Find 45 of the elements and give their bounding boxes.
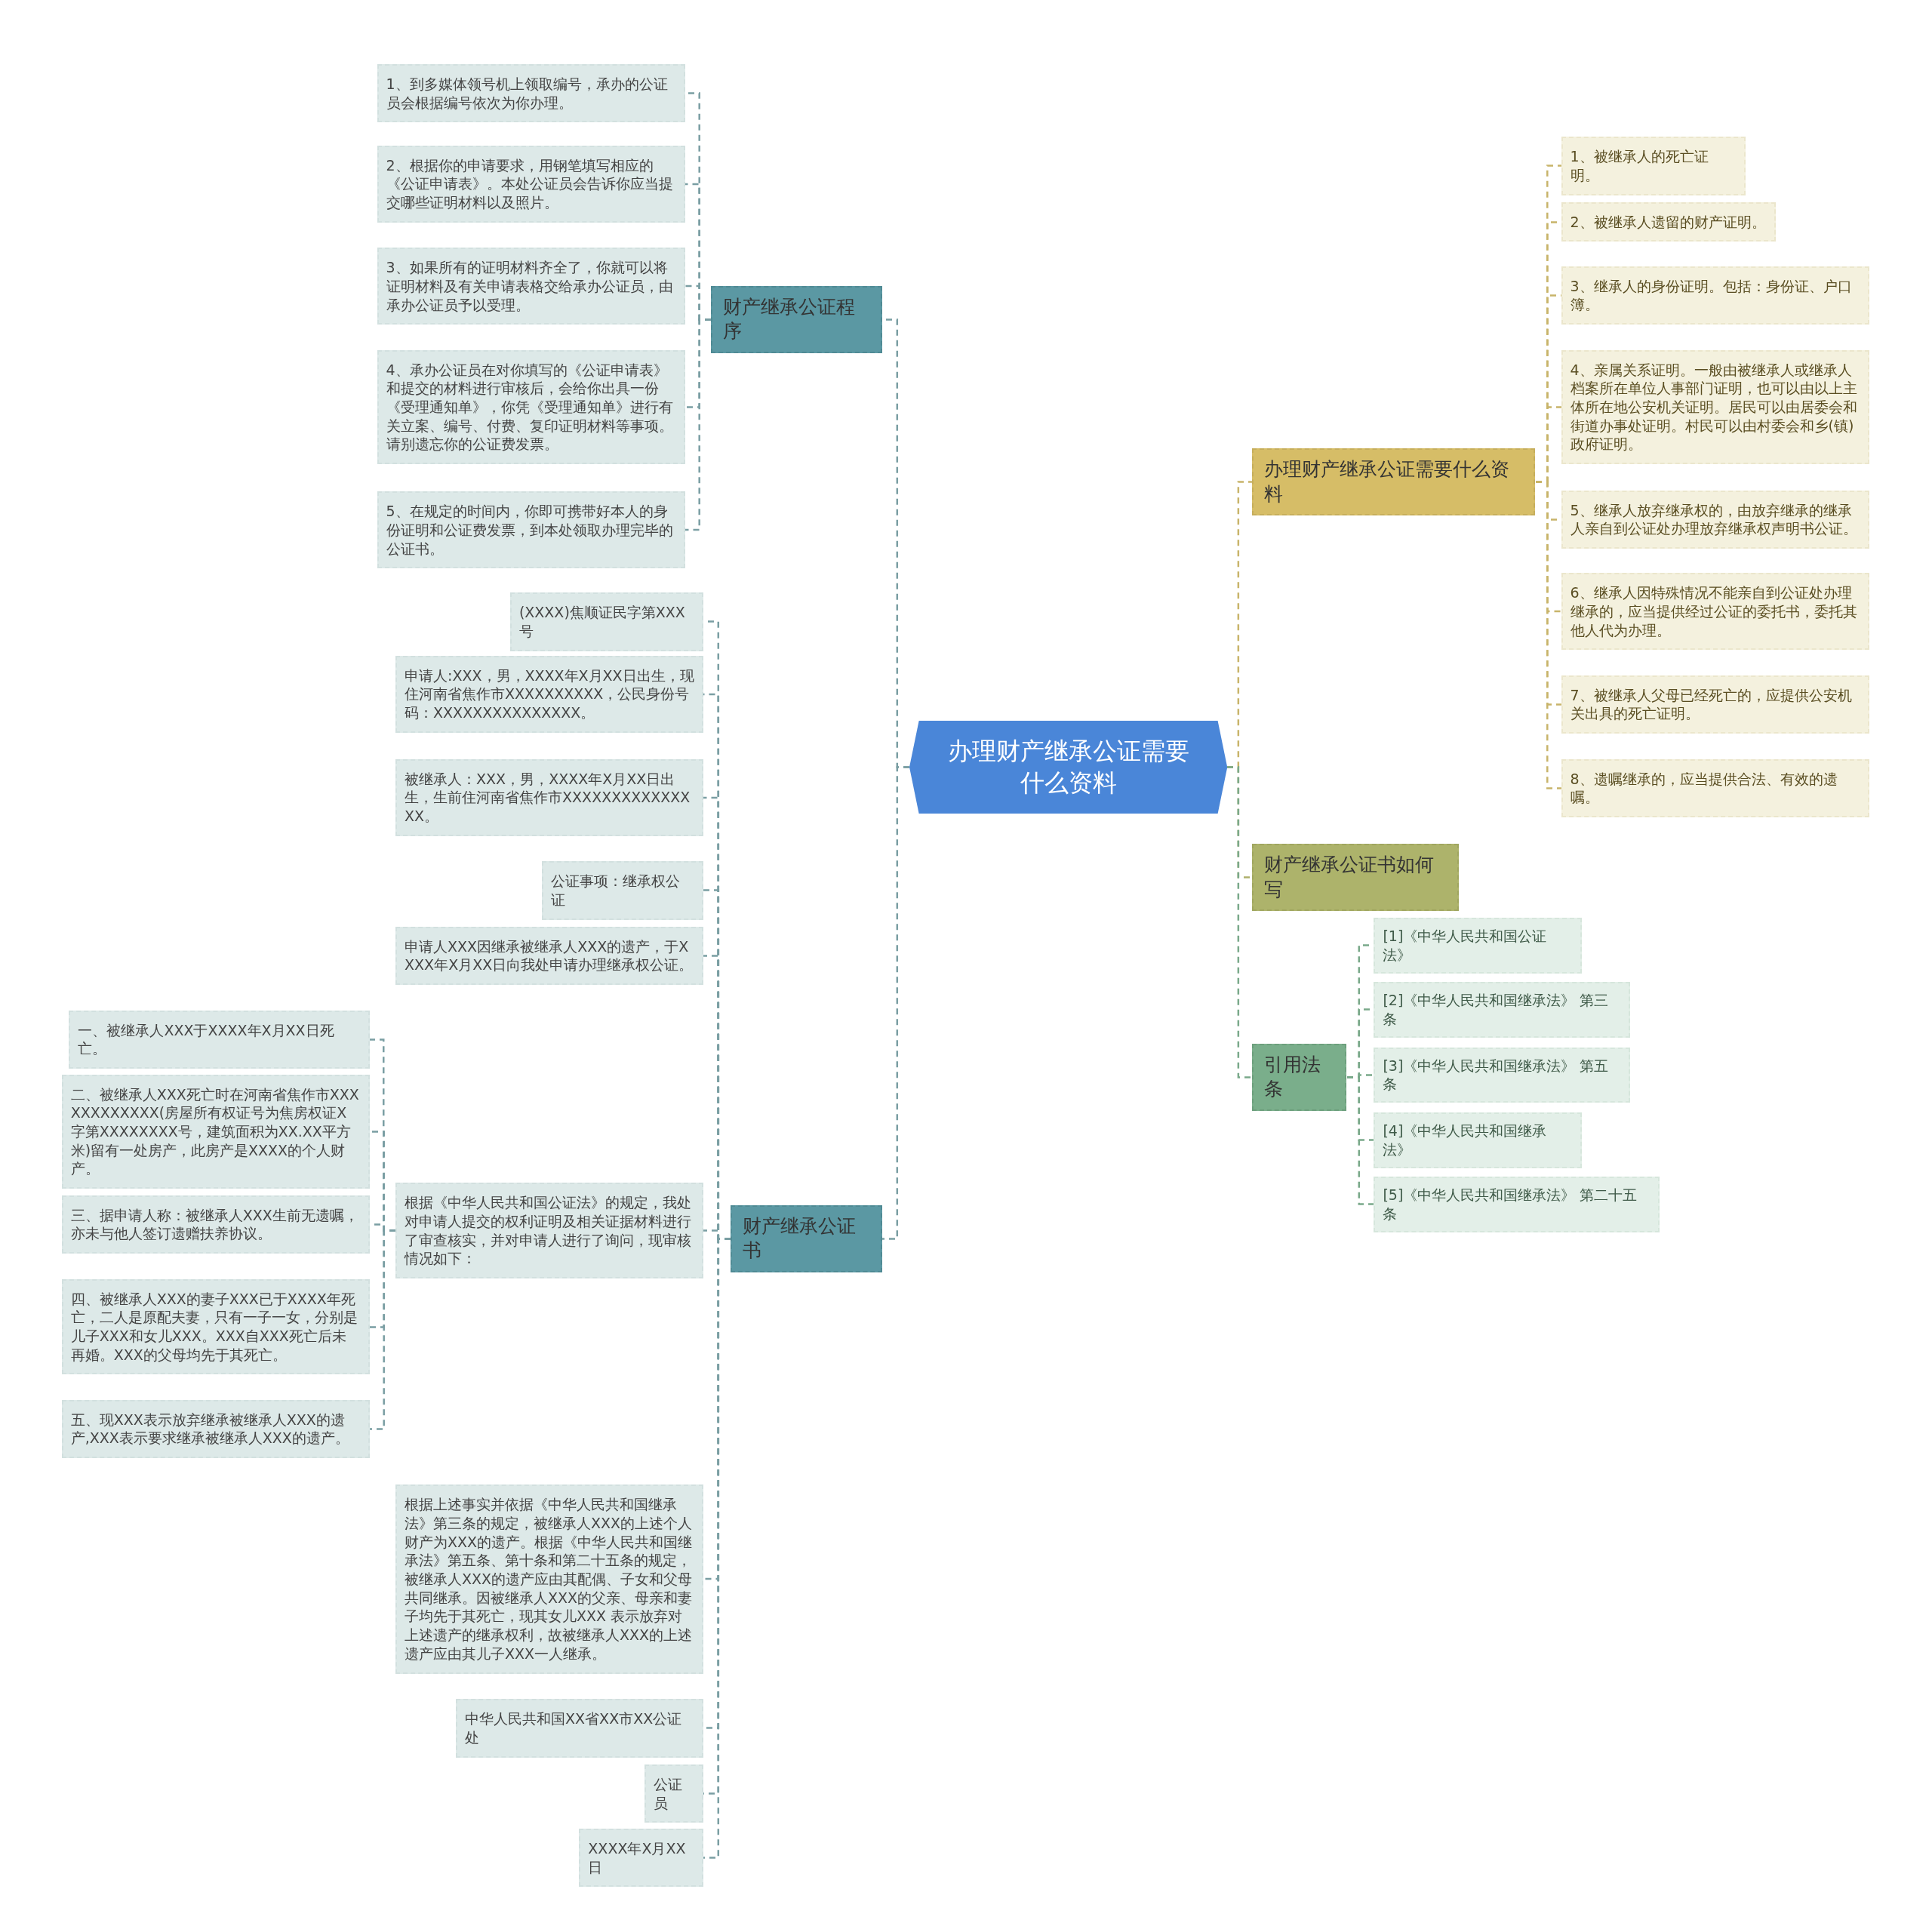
subtopic-box: 5、在规定的时间内，你即可携带好本人的身份证明和公证费发票，到本处领取办理完毕的公证书。	[377, 491, 685, 569]
subtopic-box: 1、到多媒体领号机上领取编号，承办的公证员会根据编号依次为你办理。	[377, 63, 685, 123]
subtopic-box: [2]《中华人民共和国继承法》 第三条	[1374, 982, 1630, 1038]
subtopic-box: 3、继承人的身份证明。包括：身份证、户口簿。	[1561, 266, 1869, 325]
subtopic-box: 申请人:XXX，男，XXXX年X月XX日出生，现住河南省焦作市XXXXXXXXXX，公民身份号码：XXXXXXXXXXXXXXX。	[395, 655, 704, 733]
subtopic-box: 根据上述事实并依据《中华人民共和国继承法》第三条的规定，被继承人XXX的上述个人财产为XXX的遗产。根据《中华人民共和国继承法》第五条、第十条和第二十五条的规定，被继承人XXX的遗产应由其配偶、子女和父母共同继承。因被继承人XXX的父亲、母亲和妻子均先于其死亡，现其女儿XXX 表示放弃对上述遗产的继承权利，故被继承人XXX的上述遗产应由其儿子XXX一人继承。	[395, 1484, 704, 1674]
connector	[1347, 1076, 1374, 1205]
subtopic-box: 三、据申请人称：被继承人XXX生前无遗嘱，亦未与他人签订遗赠扶养协议。	[61, 1195, 370, 1254]
subtopic-box: 4、承办公证员在对你填写的《公证申请表》和提交的材料进行审核后，会给你出具一份《受理通知单》，你凭《受理通知单》进行有关立案、编号、付费、复印证明材料等事项。请别遗忘你的公证费发票。	[377, 349, 685, 465]
connector	[370, 1229, 395, 1430]
subtopic-box: 2、被继承人遗留的财产证明。	[1561, 202, 1776, 242]
subtopic-box: 7、被继承人父母已经死亡的，应提供公安机关出具的死亡证明。	[1561, 675, 1869, 734]
subtopic-box: 1、被继承人的死亡证明。	[1561, 137, 1746, 195]
subtopic-box: 二、被继承人XXX死亡时在河南省焦作市XXXXXXXXXXXX(房屋所有权证号为焦房权证X字第XXXXXXXX号，建筑面积为XX.XX平方米)留有一处房产，此房产是XXXX的个人财产。	[61, 1074, 370, 1189]
subtopic-box: [5]《中华人民共和国继承法》 第二十五条	[1374, 1177, 1660, 1232]
central-topic: 办理财产继承公证需要什么资料	[909, 721, 1228, 814]
subtopic-box: 四、被继承人XXX的妻子XXX已于XXXX年死亡，二人是原配夫妻，只有一子一女，分别是儿子XXX和女儿XXX。XXX自XXX死亡后未再婚。XXX的父母均先于其死亡。	[61, 1278, 370, 1375]
subtopic-box: XXXX年X月XX日	[579, 1828, 704, 1888]
subtopic-box: 5、继承人放弃继承权的，由放弃继承的继承人亲自到公证处办理放弃继承权声明书公证。	[1561, 490, 1869, 549]
subtopic-box: 3、如果所有的证明材料齐全了，你就可以将证明材料及有关申请表格交给承办公证员，由承办公证员予以受理。	[377, 248, 685, 325]
branch-topic: 财产继承公证书	[731, 1205, 882, 1272]
branch-topic: 财产继承公证程序	[711, 285, 882, 353]
subtopic-box: 申请人XXX因继承被继承人XXX的遗产，于XXXX年X月XX日向我处申请办理继承权公证。	[395, 926, 704, 986]
subtopic-box: 4、亲属关系证明。一般由被继承人或继承人档案所在单位人事部门证明，也可以由以上主体所在地公安机关证明。居民可以由居委会和街道办事处证明。村民可以由村委会和乡(镇)政府证明。	[1561, 349, 1869, 465]
connector	[1227, 766, 1252, 1078]
branch-topic: 办理财产继承公证需要什么资料	[1251, 448, 1536, 516]
subtopic-box: 五、现XXX表示放弃继承被继承人XXX的遗产,XXX表示要求继承被继承人XXX的遗产。	[61, 1399, 370, 1459]
branch-topic: 引用法条	[1251, 1043, 1347, 1111]
subtopic-box: 根据《中华人民共和国公证法》的规定，我处对申请人提交的权利证明及相关证据材料进行了审查核实，并对申请人进行了询问，现审核情况如下：	[395, 1183, 704, 1279]
branch-topic: 财产继承公证书如何写	[1251, 844, 1460, 912]
subtopic-box: 中华人民共和国XX省XX市XX公证处	[456, 1699, 704, 1758]
subtopic-box: 8、遗嘱继承的，应当提供合法、有效的遗嘱。	[1561, 758, 1869, 818]
subtopic-box: 公证员	[644, 1764, 704, 1823]
subtopic-box: (XXXX)焦顺证民字第XXX号	[509, 592, 704, 651]
subtopic-box: 2、根据你的申请要求，用钢笔填写相应的《公证申请表》。本处公证员会告诉你应当提交哪些证明材料以及照片。	[377, 145, 685, 223]
connector	[685, 318, 711, 531]
subtopic-box: [3]《中华人民共和国继承法》 第五条	[1374, 1047, 1630, 1103]
subtopic-box: 被继承人：XXX，男，XXXX年X月XX日出生，生前住河南省焦作市XXXXXXXXXXXXXXX。	[395, 758, 704, 836]
connector	[1536, 481, 1561, 789]
subtopic-box: 6、继承人因特殊情况不能亲自到公证处办理继承的，应当提供经过公证的委托书，委托其他人代为办理。	[1561, 573, 1869, 651]
subtopic-box: [1]《中华人民共和国公证法》	[1374, 918, 1583, 974]
subtopic-box: 公证事项：继承权公证	[542, 861, 704, 920]
connector	[882, 766, 909, 1240]
subtopic-box: [4]《中华人民共和国继承法》	[1374, 1112, 1583, 1168]
subtopic-box: 一、被继承人XXX于XXXX年X月XX日死亡。	[69, 1010, 370, 1069]
